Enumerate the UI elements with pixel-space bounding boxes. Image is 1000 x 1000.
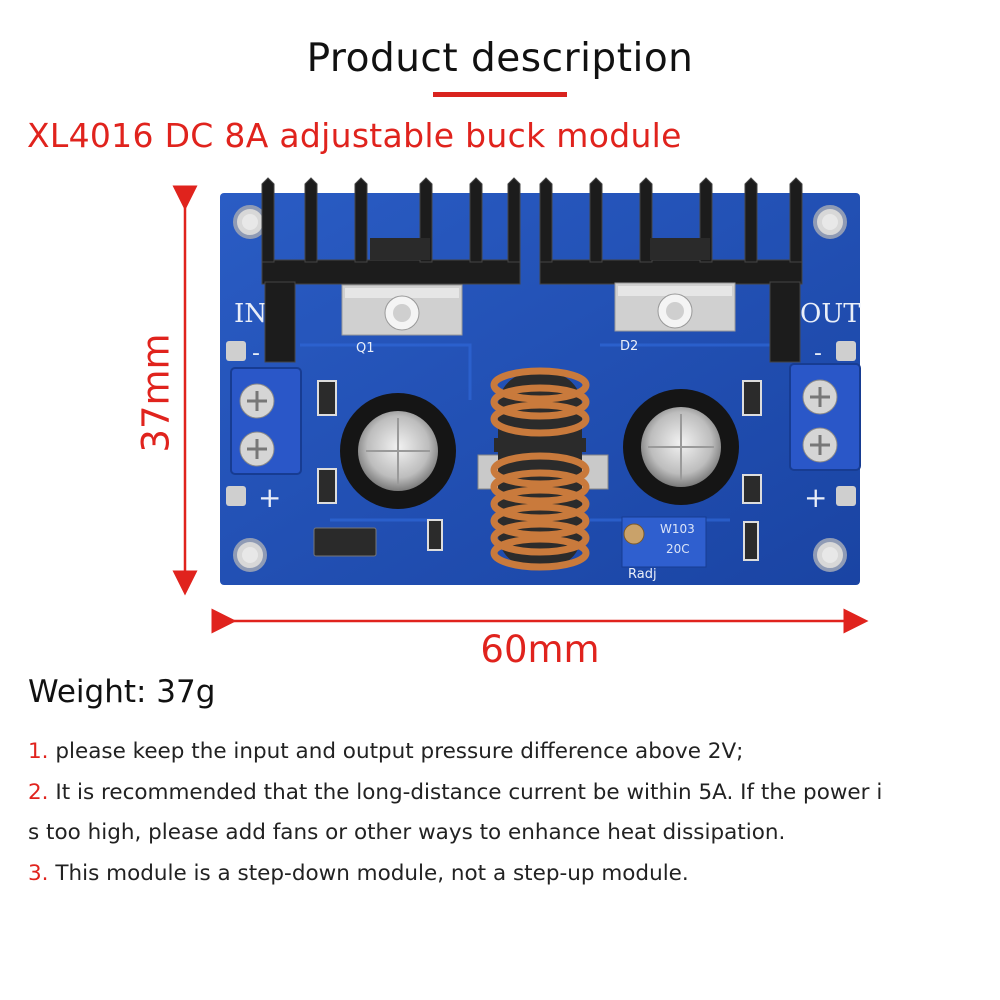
in-minus-label: -	[252, 341, 260, 366]
weight-label: Weight: 37g	[28, 674, 216, 710]
toroid-inductor	[477, 367, 609, 571]
height-dimension-label: 37mm	[134, 333, 178, 453]
title-underline	[433, 92, 567, 97]
in-label: IN	[234, 299, 267, 329]
q1-label: Q1	[356, 341, 375, 356]
note-item: 1. please keep the input and output pres…	[28, 732, 983, 773]
note-item: s too high, please add fans or other way…	[28, 813, 983, 854]
width-dimension-label: 60mm	[480, 628, 600, 671]
d2-diode	[614, 282, 736, 332]
note-text: s too high, please add fans or other way…	[28, 820, 786, 845]
note-number: 3.	[28, 860, 49, 886]
smd-components	[317, 380, 762, 561]
output-terminal-block	[789, 363, 861, 471]
note-number: 1.	[28, 739, 49, 764]
out-minus-label: -	[814, 341, 822, 366]
heatsink-left	[261, 177, 521, 363]
out-plus-label: +	[804, 481, 827, 514]
svg-text:W103: W103	[660, 522, 695, 536]
input-capacitor	[340, 393, 456, 509]
in-plus-label: +	[258, 481, 281, 514]
out-label: OUT	[800, 299, 861, 329]
radj-label: Radj	[628, 567, 657, 582]
notes-list: 1. please keep the input and output pres…	[28, 732, 983, 894]
potentiometer: W103 20C	[621, 516, 707, 568]
note-text: This module is a step-down module, not a…	[55, 860, 689, 886]
note-item: 3. This module is a step-down module, no…	[28, 854, 983, 895]
heatsink-screws	[370, 238, 710, 260]
product-subtitle: XL4016 DC 8A adjustable buck module	[27, 116, 682, 155]
note-text: please keep the input and output pressur…	[55, 739, 744, 764]
smd-diode	[313, 527, 377, 557]
output-capacitor	[623, 389, 739, 505]
input-terminal-block	[230, 367, 302, 475]
note-number: 2.	[28, 779, 49, 805]
d2-label: D2	[620, 339, 638, 354]
note-text: It is recommended that the long-distance…	[55, 779, 883, 805]
heatsink-right	[539, 177, 803, 363]
page-title: Product description	[306, 36, 694, 81]
svg-text:20C: 20C	[666, 542, 690, 556]
note-item: 2. It is recommended that the long-dista…	[28, 773, 983, 814]
q1-transistor	[341, 284, 463, 336]
